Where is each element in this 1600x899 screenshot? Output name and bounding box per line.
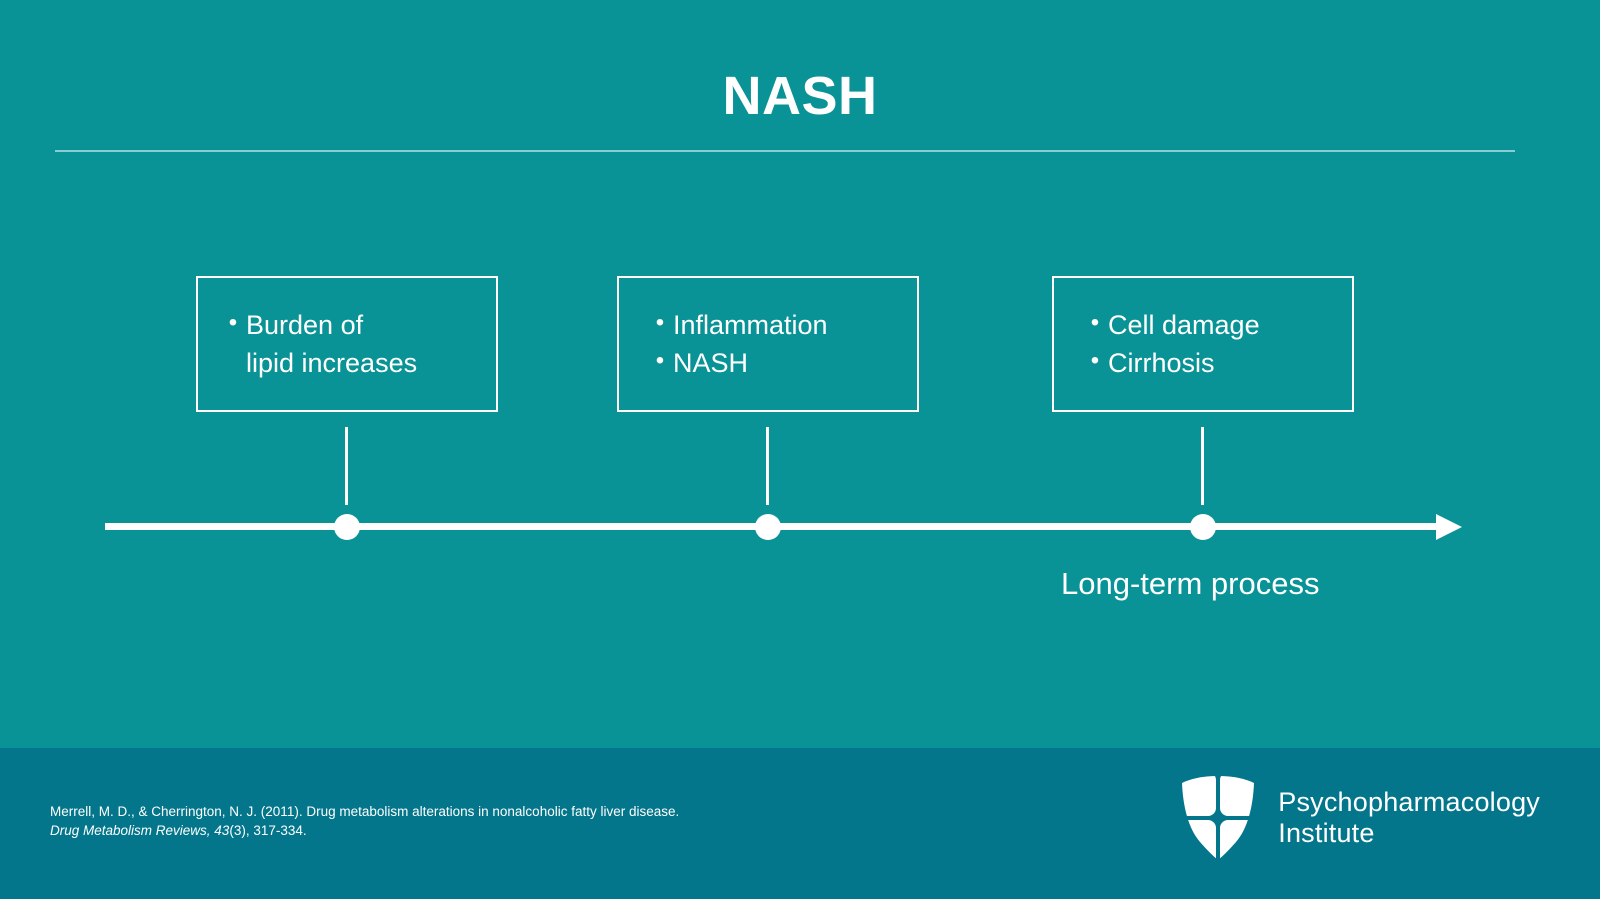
timeline-node-3 bbox=[1190, 514, 1216, 540]
page-title: NASH bbox=[722, 66, 878, 126]
bullet-icon: • bbox=[228, 308, 238, 336]
citation-issue-pages: (3), 317-334. bbox=[229, 822, 307, 838]
connector-line-1 bbox=[345, 427, 348, 505]
bullet-icon: • bbox=[655, 347, 665, 374]
title-divider bbox=[55, 150, 1515, 152]
timeline-node-2 bbox=[755, 514, 781, 540]
citation-journal: Drug Metabolism Reviews, 43 bbox=[50, 822, 230, 838]
bullet-icon: • bbox=[1090, 308, 1100, 336]
stage-item-text: Cirrhosis bbox=[1108, 348, 1215, 378]
stage-item-text: Cell damage bbox=[1108, 309, 1260, 340]
stage-item-text: Inflammation bbox=[673, 309, 828, 340]
list-item: • Cirrhosis bbox=[1082, 344, 1352, 382]
stage-item-text: NASH bbox=[673, 348, 749, 378]
brand-name: Psychopharmacology Institute bbox=[1278, 787, 1540, 850]
bullet-icon: • bbox=[655, 308, 665, 336]
stage-box-1: • Burden of lipid increases bbox=[196, 276, 498, 412]
citation-line-1: Merrell, M. D., & Cherrington, N. J. (20… bbox=[50, 804, 680, 819]
list-item: • NASH bbox=[647, 344, 917, 382]
stage-box-3: • Cell damage • Cirrhosis bbox=[1052, 276, 1354, 412]
list-item: • Burden of lipid increases bbox=[220, 306, 496, 383]
stage-box-2: • Inflammation • NASH bbox=[617, 276, 919, 412]
citation-line-2: Drug Metabolism Reviews, 43(3), 317-334. bbox=[50, 822, 679, 841]
brand-logo: Psychopharmacology Institute bbox=[1180, 776, 1540, 860]
citation: Merrell, M. D., & Cherrington, N. J. (20… bbox=[50, 803, 679, 840]
shield-icon bbox=[1182, 776, 1255, 860]
arrow-right-icon bbox=[1436, 514, 1462, 540]
connector-line-3 bbox=[1201, 427, 1204, 505]
timeline-caption: Long-term process bbox=[1061, 566, 1320, 601]
list-item: • Inflammation bbox=[647, 306, 917, 344]
footer-bar: Merrell, M. D., & Cherrington, N. J. (20… bbox=[0, 748, 1600, 899]
timeline-node-1 bbox=[334, 514, 360, 540]
connector-line-2 bbox=[766, 427, 769, 505]
brand-line-2: Institute bbox=[1278, 818, 1375, 848]
stage-item-text: Burden of lipid increases bbox=[246, 309, 418, 378]
bullet-icon: • bbox=[1090, 347, 1100, 374]
list-item: • Cell damage bbox=[1082, 306, 1352, 344]
brand-line-1: Psychopharmacology bbox=[1278, 786, 1540, 817]
